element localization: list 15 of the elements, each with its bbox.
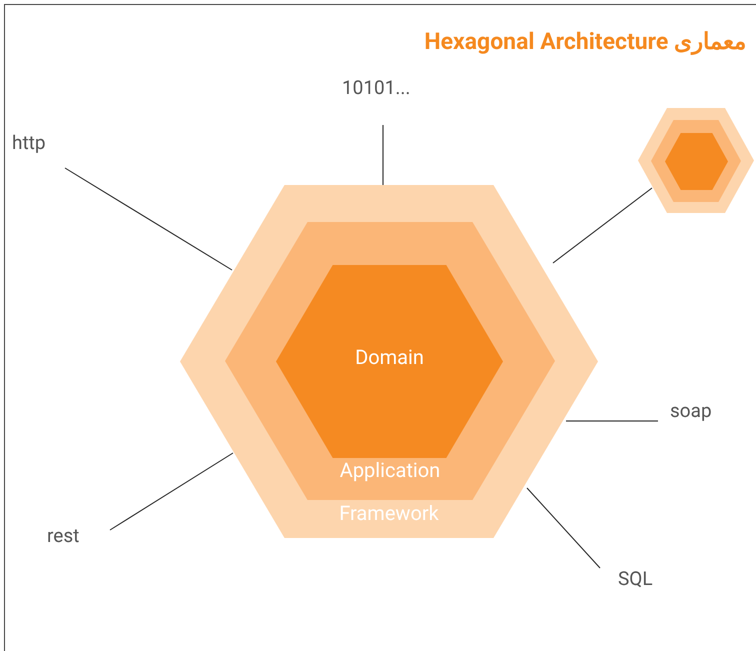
- title: Hexagonal Architecture معماری: [424, 28, 746, 55]
- connector-line: [382, 124, 384, 186]
- layer-label: Framework: [338, 501, 440, 525]
- layer-label: Application: [338, 458, 442, 482]
- port-label: 10101...: [342, 76, 410, 99]
- layer-label: Domain: [354, 345, 425, 369]
- connector-line: [526, 488, 600, 568]
- connector-line: [552, 188, 652, 264]
- connector-line: [64, 168, 232, 270]
- port-label: rest: [47, 524, 80, 547]
- port-label: http: [12, 131, 46, 154]
- port-label: soap: [670, 399, 712, 422]
- port-label: SQL: [618, 567, 653, 590]
- connector-line: [566, 420, 658, 422]
- connector-line: [110, 452, 234, 530]
